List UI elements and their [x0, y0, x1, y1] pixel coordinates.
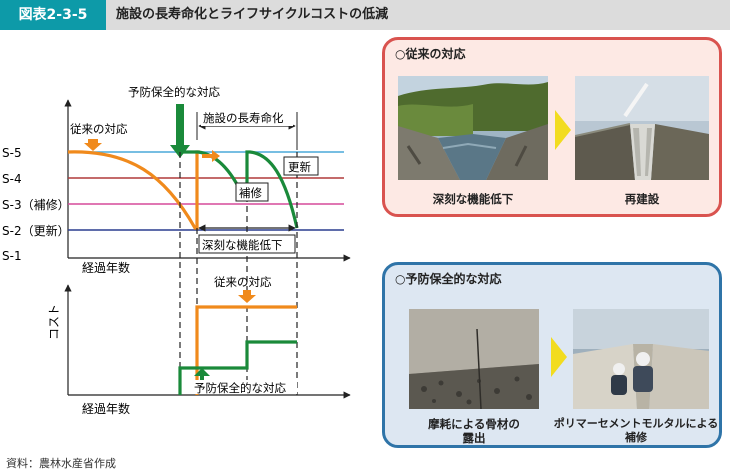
bottom-x-axis-label: 経過年数: [82, 401, 130, 416]
conventional-panel-title: ○従来の対応: [395, 47, 466, 61]
bottom-y-axis-label: コスト: [47, 304, 61, 340]
conventional-right-caption: 再建設: [624, 192, 660, 206]
renewal-box: [283, 156, 319, 176]
figure-header: 図表2-3-5 施設の長寿命化とライフサイクルコストの低減: [0, 0, 730, 30]
preventive-response-panel: ○予防保全的な対応 摩耗によ: [382, 262, 722, 448]
repair-box: [235, 182, 269, 202]
conventional-label: 従来の対応: [70, 122, 128, 136]
preventive-left-caption-line1: 摩耗による骨材の: [428, 417, 520, 431]
level-label-s3: S-3（補修）: [2, 197, 70, 212]
preventive-chevron-icon: [551, 337, 567, 377]
preventive-right-caption-line2: 補修: [625, 431, 647, 444]
cost-conventional-line: [195, 305, 297, 395]
cost-conventional-arrow: [238, 290, 256, 303]
preventive-right-caption: ポリマーセメントモルタルによる 補修: [551, 417, 721, 445]
level-label-s1: S-1: [2, 249, 22, 263]
figure-number: 図表2-3-5: [0, 0, 106, 30]
conventional-left-caption: 深刻な機能低下: [432, 192, 514, 206]
life-extension-label-bg: [201, 110, 293, 126]
level-label-s5: S-5: [2, 146, 22, 160]
serious-decline-label: 深刻な機能低下: [202, 238, 283, 252]
cost-conventional-label: 従来の対応: [214, 275, 272, 289]
level-label-s2: S-2（更新）: [2, 223, 70, 238]
conventional-arrow: [84, 139, 102, 151]
level-label-s4: S-4: [2, 172, 22, 186]
renewal-orange-arrow: [202, 150, 220, 162]
cost-preventive-arrow: [194, 368, 210, 386]
life-cycle-chart: S-5 S-4 S-3（補修） S-2（更新） S-1 経過年数 従来の対応 予…: [2, 85, 351, 416]
preventive-left-caption-line2: 露出: [462, 431, 486, 445]
repair-label: 補修: [239, 186, 262, 200]
preventive-left-caption: 摩耗による骨材の 露出: [399, 417, 549, 445]
cost-preventive-label-bg: [193, 380, 297, 394]
preventive-right-caption-line1: ポリマーセメントモルタルによる: [553, 417, 719, 430]
deteriorated-channel-photo: [398, 76, 548, 180]
cost-preventive-line: [178, 340, 297, 395]
conventional-curve: [67, 150, 200, 230]
life-extension-label: 施設の長寿命化: [203, 111, 284, 125]
renewal-label: 更新: [288, 160, 311, 174]
rebuilt-channel-photo: [575, 76, 709, 180]
cost-preventive-label: 予防保全的な対応: [194, 381, 286, 395]
preventive-label-top: 予防保全的な対応: [128, 85, 220, 99]
conventional-response-panel: ○従来の対応 深刻な機能低下 再: [382, 37, 722, 217]
preventive-arrow: [170, 104, 190, 158]
source-note: 資料：農林水産省作成: [6, 457, 116, 470]
top-x-axis-label: 経過年数: [82, 260, 130, 275]
conventional-chevron-icon: [555, 110, 571, 150]
preventive-panel-title: ○予防保全的な対応: [395, 272, 502, 286]
worn-aggregate-photo: [409, 309, 539, 409]
figure-title: 施設の長寿命化とライフサイクルコストの低減: [116, 7, 389, 22]
serious-decline-box: [198, 234, 296, 254]
polymer-mortar-repair-photo: [573, 309, 709, 409]
